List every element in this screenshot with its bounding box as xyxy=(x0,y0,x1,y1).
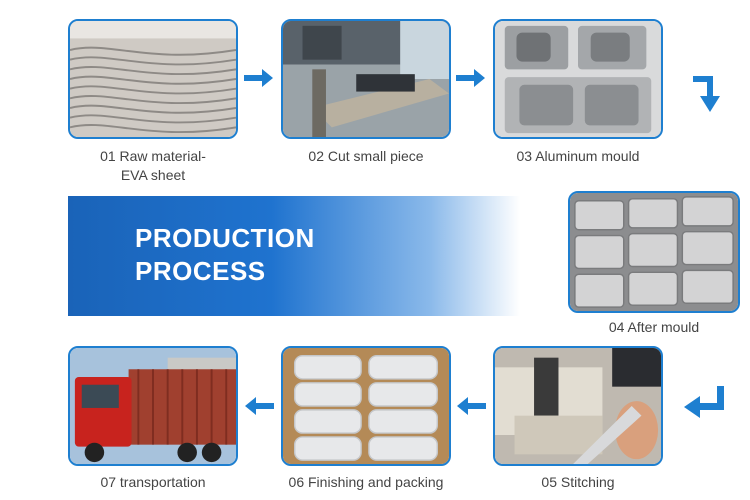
step-06-caption: 06 Finishing and packing xyxy=(266,473,466,492)
step-02-caption: 02 Cut small piece xyxy=(266,147,466,166)
step-03-caption: 03 Aluminum mould xyxy=(478,147,678,166)
step-02-photo xyxy=(281,19,451,139)
banner-title-line2: PROCESS xyxy=(135,256,266,286)
step-05-photo xyxy=(493,346,663,466)
arrow-right-icon xyxy=(244,69,273,87)
arrow-left-turn-icon xyxy=(684,386,724,418)
step-06-photo xyxy=(281,346,451,466)
step-06-caption-line1: 06 Finishing and packing xyxy=(288,474,444,490)
step-04-caption-line1: 04 After mould xyxy=(608,319,700,335)
banner-title: PRODUCTION PROCESS xyxy=(135,222,315,288)
step-05-caption: 05 Stitching xyxy=(478,473,678,492)
step-05-caption-line1: 05 Stitching xyxy=(541,474,615,490)
arrow-right-icon xyxy=(456,69,485,87)
step-07-caption: 07 transportation xyxy=(53,473,253,492)
step-02-caption-line1: 02 Cut small piece xyxy=(308,148,424,164)
production-banner xyxy=(68,196,520,316)
step-03-photo xyxy=(493,19,663,139)
step-07-photo xyxy=(68,346,238,466)
arrow-left-icon xyxy=(245,397,274,415)
step-03-caption-line1: 03 Aluminum mould xyxy=(516,148,640,164)
step-01-caption: 01 Raw material- EVA sheet xyxy=(53,147,253,185)
step-04-caption: 04 After mould xyxy=(554,318,750,337)
banner-title-line1: PRODUCTION xyxy=(135,223,315,253)
step-01-caption-line1: 01 Raw material- xyxy=(100,148,206,164)
arrow-down-turn-icon xyxy=(693,76,720,112)
step-04-photo xyxy=(568,191,740,313)
step-07-caption-line1: 07 transportation xyxy=(100,474,206,490)
step-01-caption-line2: EVA sheet xyxy=(120,167,186,183)
arrow-left-icon xyxy=(457,397,486,415)
step-01-photo xyxy=(68,19,238,139)
